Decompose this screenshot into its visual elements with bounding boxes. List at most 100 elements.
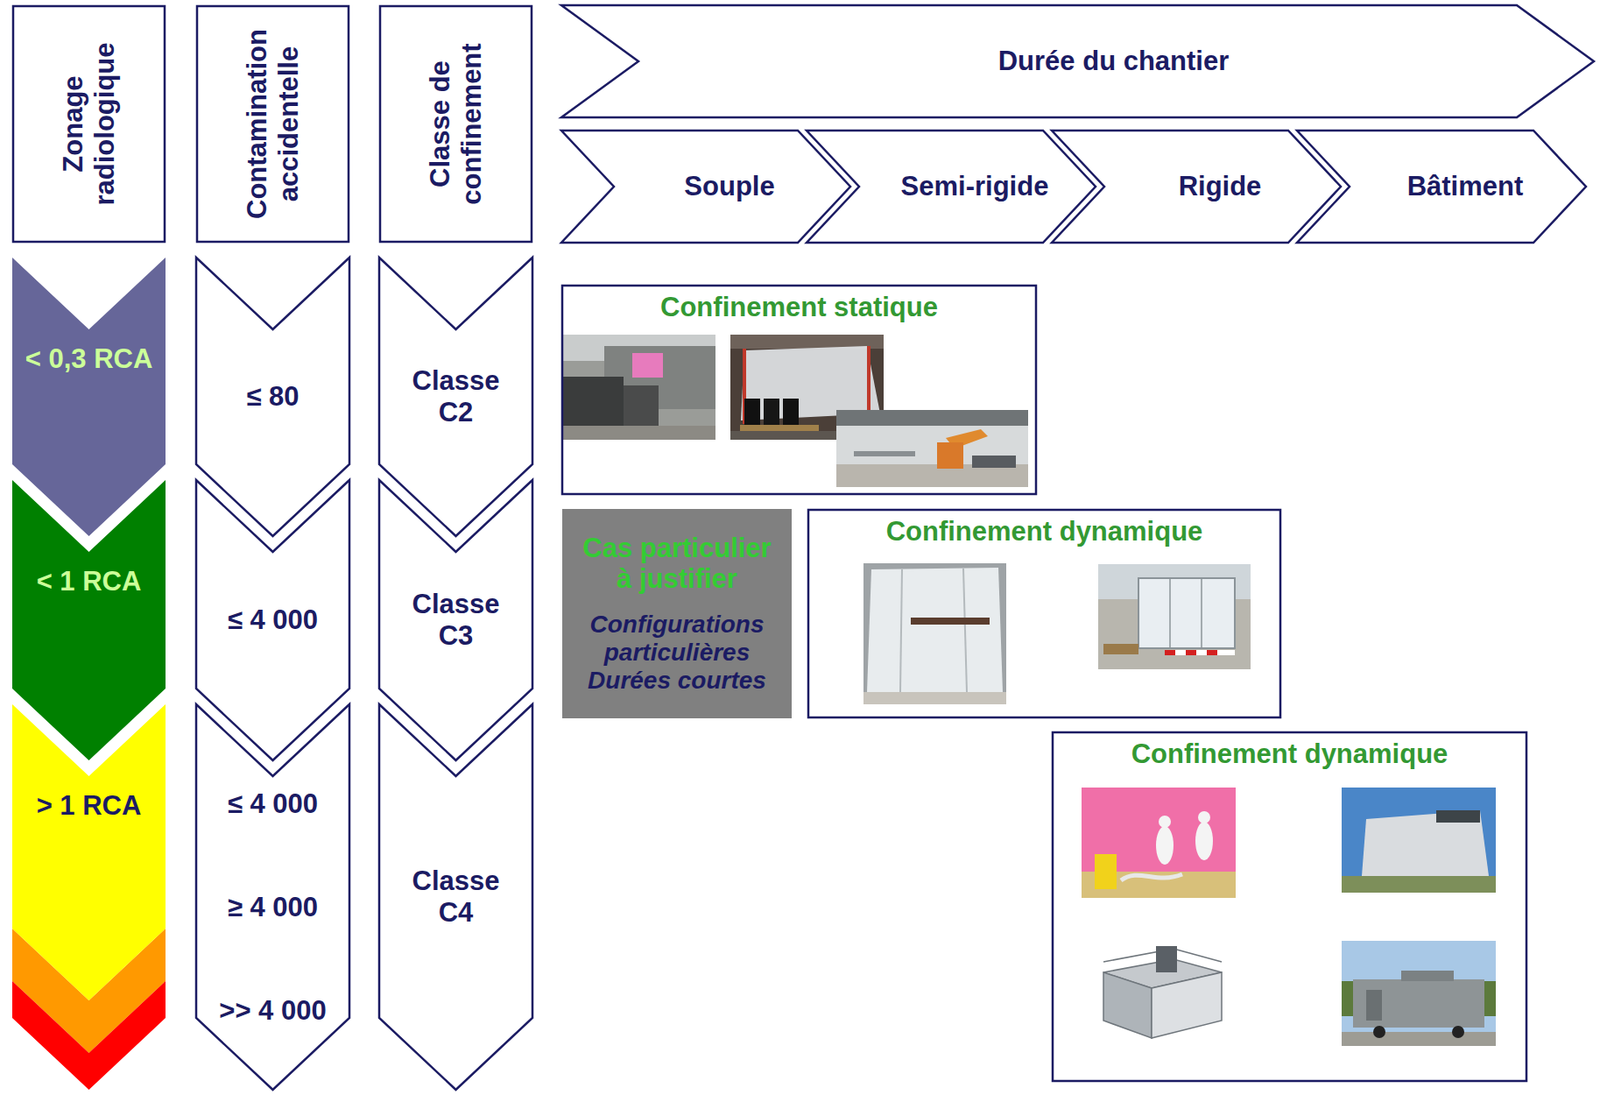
- photo-dynamic-enclosure: [1098, 563, 1251, 670]
- photo-static-tent: [782, 398, 799, 425]
- node-label: Classe C3: [403, 588, 509, 651]
- text-area: Confinement dynamique: [1060, 738, 1519, 1075]
- zone-chevron: < 0,3 RCA: [12, 257, 166, 536]
- containment-box-outline: [562, 285, 1037, 494]
- photo-frame-render: [1151, 972, 1222, 1038]
- class-chevron-outline: [379, 257, 533, 536]
- photo-dynamic-enclosure: [1206, 649, 1218, 656]
- box-note: Configurations particulières Durées cour…: [573, 610, 781, 696]
- photo-dynamic-pink-tent: [1198, 810, 1211, 824]
- node-label: Classe C2: [403, 365, 509, 428]
- column-header: Classe de confinement: [379, 5, 533, 243]
- photo-frame-render: [1081, 938, 1236, 1051]
- column-header: Zonage radiologique: [12, 5, 166, 243]
- node-label: Confinement dynamique: [886, 515, 1204, 548]
- text-area: Zonage radiologique: [17, 14, 161, 234]
- special-case-box-outline: [562, 508, 792, 719]
- text-area: Contamination accidentelle: [201, 14, 345, 234]
- photo-dynamic-enclosure: [1164, 649, 1176, 656]
- text-area: Souple: [613, 130, 846, 243]
- node-label: Confinement statique: [660, 291, 938, 324]
- text-area: Classe C3: [386, 551, 526, 689]
- photo-frame-render: [1173, 948, 1222, 962]
- photo-building: [1341, 787, 1496, 893]
- text-area: Classe C4: [386, 775, 526, 1018]
- node-label: Confinement dynamique: [1131, 738, 1449, 770]
- photo-dynamic-pink-tent: [1195, 821, 1213, 860]
- photo-dynamic-pink-tent: [1081, 787, 1236, 898]
- zone-chevron-outline: [12, 704, 166, 1001]
- stage-chevron-outline: [1051, 130, 1341, 243]
- photo-building: [1436, 810, 1481, 823]
- photo-dynamic-enclosure: [1169, 577, 1171, 649]
- column-header: Contamination accidentelle: [196, 5, 350, 243]
- node-label: >> 4 000: [218, 994, 326, 1027]
- node-label: Classe de confinement: [424, 14, 487, 234]
- class-chevron-outline: [379, 704, 533, 1090]
- text-area: Rigide: [1104, 130, 1336, 243]
- photo-dynamic-tent-interior: [863, 691, 1007, 705]
- photo-dynamic-tent-interior: [963, 568, 967, 692]
- text-area: Semi-rigide: [859, 130, 1091, 243]
- node-label: ≥ 4 000: [227, 891, 318, 924]
- photo-static-interior: [937, 442, 964, 469]
- node-label: Contamination accidentelle: [241, 14, 304, 234]
- special-case-box: Cas particulier à justifierConfiguration…: [561, 507, 793, 719]
- photo-modular-unit: [1341, 940, 1496, 1046]
- photo-static-tent: [763, 398, 780, 425]
- photo-static-interior: [836, 409, 1029, 487]
- photo-static-tent: [740, 345, 881, 421]
- photo-dynamic-pink-tent: [1081, 787, 1236, 898]
- class-chevron: Classe C2: [379, 257, 533, 536]
- photo-modular-unit: [1341, 940, 1496, 1046]
- node-label: Rigide: [1178, 170, 1262, 203]
- photo-dynamic-pink-tent: [1094, 853, 1117, 889]
- text-area: Bâtiment: [1349, 130, 1581, 243]
- zone-chevron-outline: [12, 257, 166, 536]
- photo-static-enclosure: [623, 385, 659, 426]
- photo-static-tent: [744, 398, 761, 425]
- text-area: ≤ 80: [203, 329, 343, 465]
- contamination-chevron: ≤ 4 000 ≥ 4 000 >> 4 000: [196, 704, 350, 1090]
- photo-static-enclosure: [562, 425, 716, 440]
- node-label: ≤ 4 000: [227, 788, 318, 820]
- stage-chevron: Bâtiment: [1296, 130, 1586, 243]
- text-area: Classe de confinement: [384, 14, 528, 234]
- photo-frame-render: [1103, 972, 1152, 1038]
- containment-box-outline: [1052, 732, 1527, 1081]
- text-area: Cas particulier à justifierConfiguration…: [571, 516, 783, 711]
- stage-chevron: Souple: [561, 130, 851, 243]
- photo-static-enclosure: [562, 376, 624, 426]
- text-area: < 0,3 RCA: [19, 343, 159, 465]
- photo-dynamic-enclosure: [1164, 649, 1235, 656]
- class-chevron: Classe C3: [379, 479, 533, 761]
- containment-box-outline: [1051, 731, 1528, 1082]
- photo-dynamic-tent-interior: [866, 567, 1003, 692]
- contamination-chevron-outline: [196, 257, 350, 536]
- zone-chevron-outline: [12, 479, 166, 761]
- node-label: < 1 RCA: [36, 565, 142, 598]
- class-chevron: Classe C4: [379, 704, 533, 1090]
- stage-chevron: Semi-rigide: [806, 130, 1096, 243]
- photo-dynamic-tent-interior: [863, 563, 1007, 705]
- photo-static-interior: [972, 455, 1016, 468]
- zone-chevron: > 1 RCA: [12, 704, 166, 1001]
- photo-building: [1361, 810, 1489, 876]
- containment-box: Confinement dynamique: [1051, 731, 1528, 1082]
- node-label: ≤ 4 000: [227, 604, 318, 636]
- photo-static-interior: [836, 409, 1029, 487]
- node-label: Zonage radiologique: [57, 14, 120, 234]
- text-area: Classe C2: [386, 329, 526, 465]
- zone-chevron-outline: [12, 479, 166, 761]
- text-area: Confinement statique: [570, 291, 1029, 488]
- photo-modular-unit: [1353, 979, 1485, 1028]
- duration-arrow-outline: [561, 5, 1594, 118]
- text-area: Confinement dynamique: [816, 515, 1273, 712]
- photo-static-enclosure: [562, 334, 716, 440]
- stage-chevron-outline: [561, 130, 851, 243]
- photo-frame-render: [1155, 945, 1178, 973]
- node-label: < 0,3 RCA: [25, 343, 154, 375]
- box-heading: Cas particulier à justifier: [573, 532, 781, 595]
- text-area: ≤ 4 000 ≥ 4 000 >> 4 000: [203, 788, 343, 1027]
